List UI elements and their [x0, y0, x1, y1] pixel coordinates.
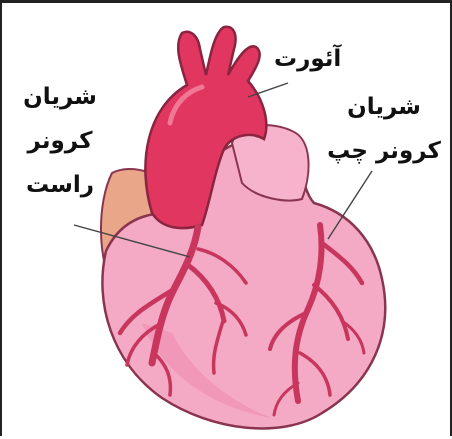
right-coronary-line-1: شریان	[10, 75, 110, 119]
right-coronary-line-3: راست	[10, 163, 110, 207]
right-coronary-line-2: کرونر	[10, 119, 110, 163]
left-coronary-label: شریان کرونر چپ	[320, 85, 448, 173]
left-coronary-line-1: شریان	[320, 85, 448, 129]
heart-illustration	[2, 3, 452, 439]
left-coronary-line-2: کرونر چپ	[320, 129, 448, 173]
aorta-label: آئورت	[274, 37, 341, 81]
right-coronary-label: شریان کرونر راست	[10, 75, 110, 207]
